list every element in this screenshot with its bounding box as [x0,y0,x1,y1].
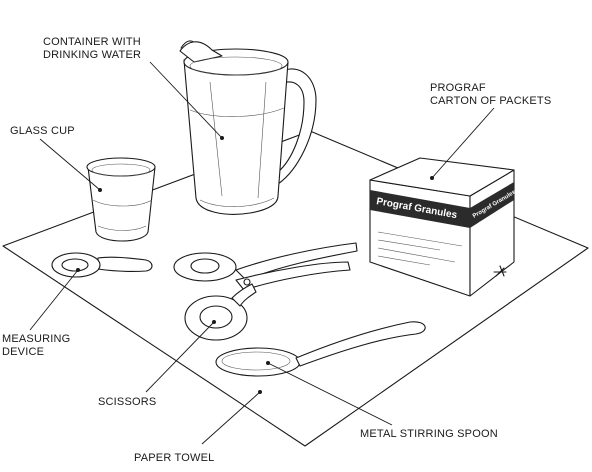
label-carton: PROGRAF CARTON OF PACKETS [430,82,551,108]
leader-glass-cup [39,138,101,191]
measuring-device [51,252,153,278]
glass-cup [86,157,156,242]
label-measuring-line1: MEASURING [2,333,71,345]
leader-carton [431,107,495,179]
label-glass-cup: GLASS CUP [10,125,75,138]
label-paper-towel-line1: PAPER TOWEL [134,452,215,464]
label-scissors-line1: SCISSORS [98,396,157,408]
label-scissors: SCISSORS [98,396,156,409]
label-carton-line1: PROGRAF [430,82,486,94]
leader-dot-measuring [76,268,80,272]
label-measuring-line2: DEVICE [2,346,45,358]
label-container-line2: DRINKING WATER [43,49,142,61]
leader-spoon [267,362,393,426]
label-spoon-line1: METAL STIRRING SPOON [360,428,498,440]
leader-dot-paper-towel [258,390,262,394]
scissors [173,242,358,341]
leader-dot-glass-cup [98,188,102,192]
leader-scissors [145,321,215,393]
leader-measuring [29,269,79,331]
leader-dot-scissors [212,320,216,324]
leader-lines [29,61,495,445]
label-spoon: METAL STIRRING SPOON [360,428,498,441]
leader-paper-towel [201,391,261,445]
label-container-line1: CONTAINER WITH [43,36,141,48]
leader-dot-spoon [266,361,270,365]
label-carton-line2: CARTON OF PACKETS [430,95,552,107]
prograf-carton [369,157,515,297]
label-paper-towel: PAPER TOWEL [134,452,214,465]
leader-dot-carton [430,176,434,180]
label-container: CONTAINER WITH DRINKING WATER [43,36,141,62]
label-glass-cup-line1: GLASS CUP [10,125,75,137]
leader-container [149,61,223,139]
leader-dot-container [220,136,224,140]
label-measuring: MEASURING DEVICE [2,333,70,359]
water-pitcher [179,40,317,215]
